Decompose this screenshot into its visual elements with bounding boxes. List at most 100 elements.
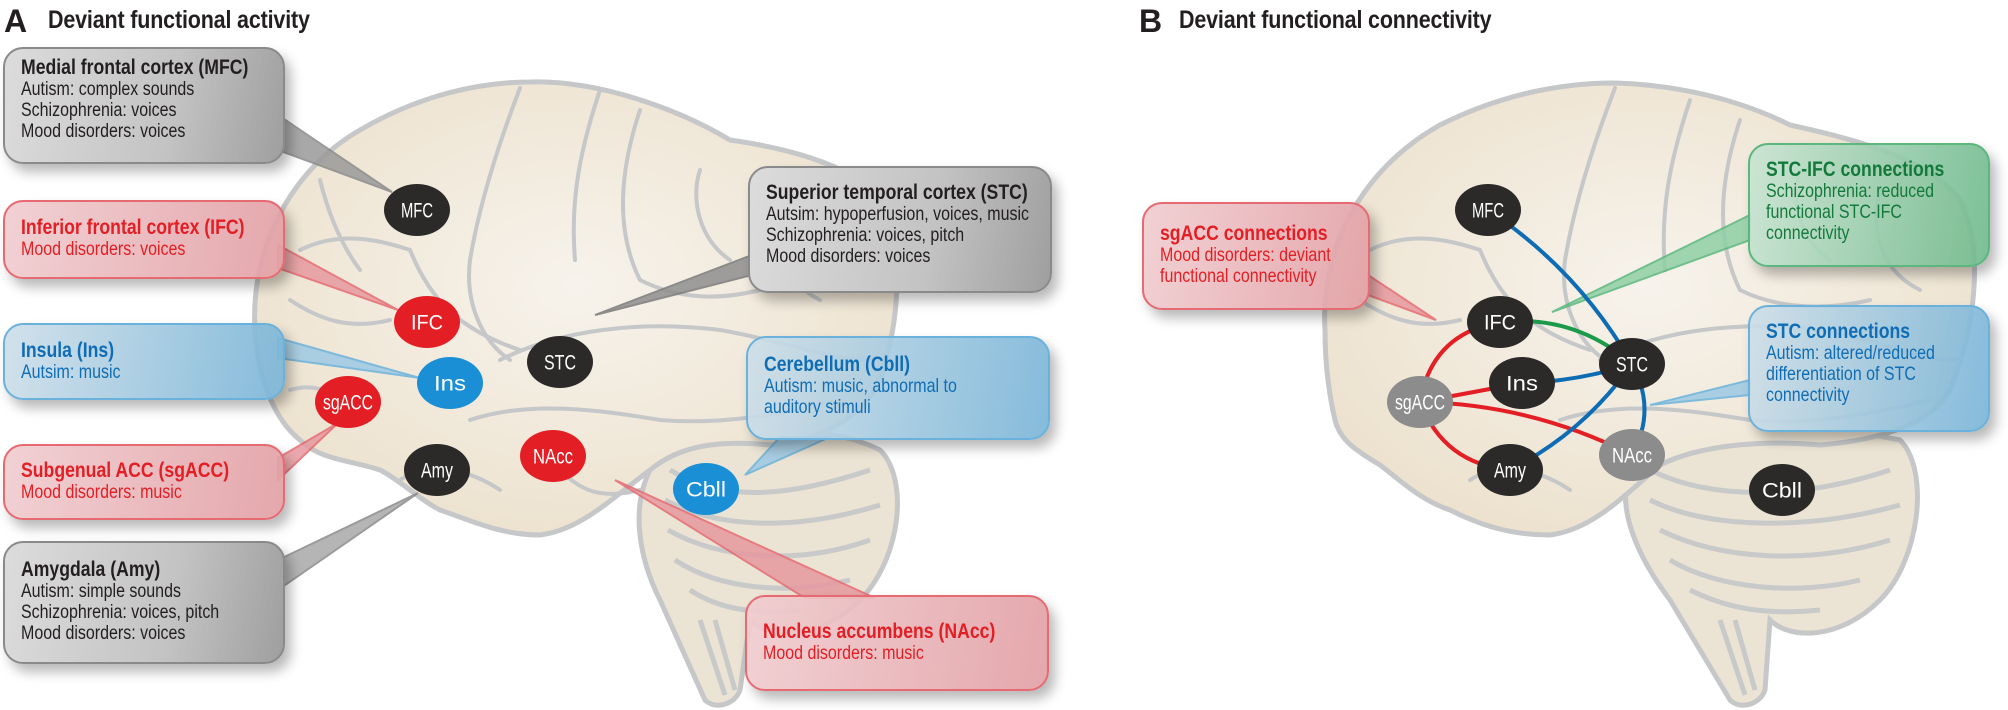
node-ellipse (1387, 376, 1453, 428)
node-label: Ins (1506, 373, 1538, 396)
node-label: sgACC (323, 392, 373, 415)
callout-stc-line: Autsim: hypoperfusion, voices, music (766, 203, 1030, 225)
callout-b-stc-ifc-title: STC-IFC connections (1766, 158, 1945, 181)
b-node-ins: Ins (1489, 357, 1555, 409)
b-node-cbll: Cbll (1749, 464, 1815, 516)
panel-a-letter: A (4, 3, 28, 39)
a-node-stc: STC (527, 336, 593, 388)
node-label: Amy (421, 460, 453, 483)
callout-nacc-line: Mood disorders: music (763, 642, 924, 664)
node-label: MFC (401, 200, 433, 223)
callout-stc-line: Mood disorders: voices (766, 245, 931, 267)
callout-ifc-line: Mood disorders: voices (21, 238, 186, 260)
callout-mfc: Medial frontal cortex (MFC) Autism: comp… (3, 47, 285, 164)
callout-b-sgacc-line: Mood disorders: deviant (1160, 244, 1331, 266)
callout-sgacc: Subgenual ACC (sgACC) Mood disorders: mu… (3, 444, 285, 520)
callout-amy-title: Amygdala (Amy) (21, 558, 161, 581)
node-ellipse (1489, 357, 1555, 409)
node-ellipse (1455, 184, 1521, 236)
a-node-ifc: IFC (394, 296, 460, 348)
a-node-nacc: NAcc (520, 430, 586, 482)
panel-b-letter: B (1139, 3, 1163, 39)
callout-b-sgacc: sgACC connections Mood disorders: devian… (1142, 202, 1370, 310)
callout-amy: Amygdala (Amy) Autism: simple sounds Sch… (3, 541, 285, 664)
cerebellum-folia-b (1648, 467, 1901, 696)
callout-mfc-line: Autism: complex sounds (21, 78, 195, 100)
callout-ins-line: Autsim: music (21, 361, 121, 383)
callout-cbll-title: Cerebellum (Cbll) (764, 353, 911, 376)
a-node-sgacc: sgACC (315, 376, 381, 428)
node-label: NAcc (533, 446, 573, 469)
callout-ifc: Inferior frontal cortex (IFC) Mood disor… (3, 200, 285, 279)
callout-amy-line: Schizophrenia: voices, pitch (21, 601, 220, 623)
callout-stc-line: Schizophrenia: voices, pitch (766, 224, 965, 246)
node-ellipse (1477, 444, 1543, 496)
callout-sgacc-line: Mood disorders: music (21, 481, 182, 503)
callout-stc: Superior temporal cortex (STC) Autsim: h… (748, 166, 1052, 293)
callout-b-sgacc-line: functional connectivity (1160, 265, 1317, 287)
b-node-stc: STC (1599, 338, 1665, 390)
callout-b-stc-line: Autism: altered/reduced (1766, 342, 1935, 364)
callout-cbll: Cerebellum (Cbll) Autism: music, abnorma… (746, 336, 1050, 440)
callout-b-stc-line: connectivity (1766, 384, 1850, 406)
node-label: Cbll (1762, 480, 1802, 503)
a-node-cbll: Cbll (673, 463, 739, 515)
node-label: STC (544, 352, 576, 375)
pointer-amy (277, 492, 419, 592)
node-ellipse (520, 430, 586, 482)
a-node-ins: Ins (417, 357, 483, 409)
callout-ins: Insula (Ins) Autsim: music (3, 323, 285, 400)
node-label: Cbll (686, 479, 726, 502)
node-ellipse (417, 357, 483, 409)
callout-b-stc-ifc-line: Schizophrenia: reduced (1766, 180, 1935, 202)
callout-b-stc-ifc: STC-IFC connections Schizophrenia: reduc… (1748, 143, 1990, 267)
b-node-nacc: NAcc (1599, 429, 1665, 481)
a-node-amy: Amy (404, 444, 470, 496)
callout-amy-line: Autism: simple sounds (21, 580, 181, 602)
node-ellipse (1599, 338, 1665, 390)
b-node-sgacc: sgACC (1387, 376, 1453, 428)
node-label: STC (1616, 354, 1648, 377)
callout-nacc-title: Nucleus accumbens (NAcc) (763, 620, 996, 643)
panel-a-title: Deviant functional activity (48, 6, 310, 34)
node-ellipse (1749, 464, 1815, 516)
callout-b-stc-ifc-line: functional STC-IFC (1766, 201, 1902, 223)
node-label: MFC (1472, 200, 1504, 223)
node-label: IFC (1484, 312, 1516, 335)
node-label: Amy (1494, 460, 1526, 483)
callout-amy-line: Mood disorders: voices (21, 622, 186, 644)
callout-sgacc-title: Subgenual ACC (sgACC) (21, 459, 230, 482)
callout-b-stc-title: STC connections (1766, 320, 1911, 343)
node-label: Ins (434, 373, 466, 396)
node-label: NAcc (1612, 445, 1652, 468)
b-node-mfc: MFC (1455, 184, 1521, 236)
node-label: sgACC (1395, 392, 1445, 415)
callout-b-stc-line: differentiation of STC (1766, 363, 1916, 385)
callout-ifc-title: Inferior frontal cortex (IFC) (21, 216, 245, 239)
callout-ins-title: Insula (Ins) (21, 339, 115, 362)
node-ellipse (1467, 296, 1533, 348)
node-ellipse (315, 376, 381, 428)
callout-mfc-line: Schizophrenia: voices (21, 99, 177, 121)
node-ellipse (673, 463, 739, 515)
callout-b-stc: STC connections Autism: altered/reduced … (1748, 305, 1990, 432)
callout-nacc: Nucleus accumbens (NAcc) Mood disorders:… (745, 595, 1049, 691)
node-ellipse (404, 444, 470, 496)
panel-b-title: Deviant functional connectivity (1179, 6, 1492, 34)
a-node-mfc: MFC (384, 184, 450, 236)
callout-b-stc-ifc-line: connectivity (1766, 222, 1850, 244)
node-ellipse (1599, 429, 1665, 481)
callout-stc-title: Superior temporal cortex (STC) (766, 181, 1028, 204)
node-label: IFC (411, 312, 443, 335)
callout-mfc-line: Mood disorders: voices (21, 120, 186, 142)
node-ellipse (527, 336, 593, 388)
node-ellipse (384, 184, 450, 236)
b-node-amy: Amy (1477, 444, 1543, 496)
callout-cbll-line: Autism: music, abnormal to (764, 375, 957, 397)
callout-b-sgacc-title: sgACC connections (1160, 222, 1328, 245)
callout-mfc-title: Medial frontal cortex (MFC) (21, 56, 249, 79)
